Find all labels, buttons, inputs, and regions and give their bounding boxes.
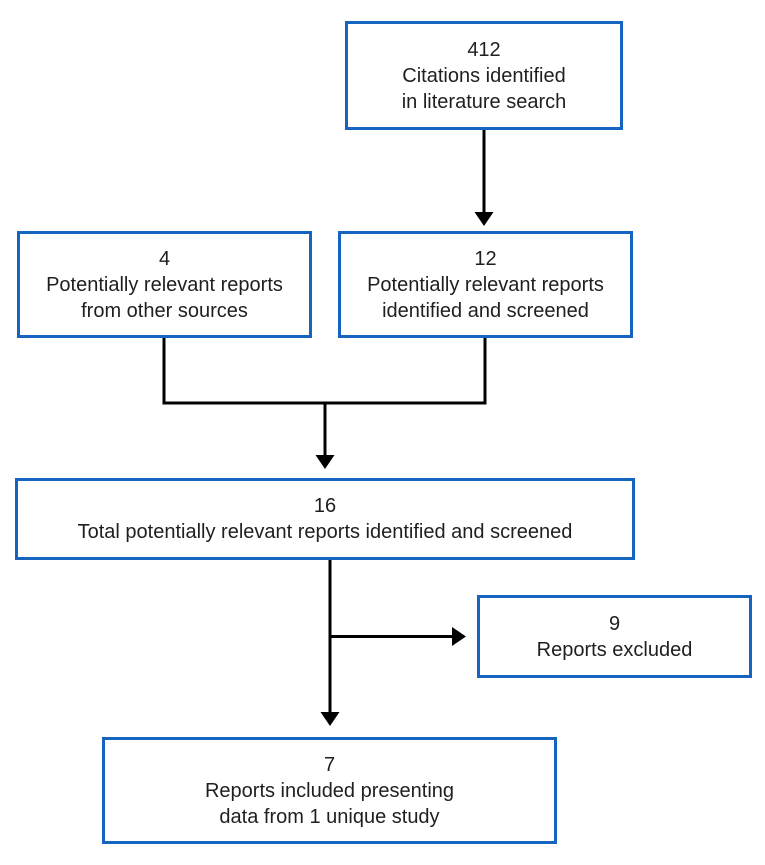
- box-other-sources: 4 Potentially relevant reports from othe…: [17, 231, 312, 338]
- total-count: 16: [313, 495, 337, 517]
- connector-merge-to-total: [162, 336, 487, 469]
- box-citations-identified: 412 Citations identified in literature s…: [345, 21, 623, 130]
- citations-count: 412: [467, 38, 501, 61]
- included-label: Reports included presenting data from 1 …: [204, 779, 455, 828]
- other-sources-count: 4: [158, 247, 171, 270]
- box-reports-included: 7 Reports included presenting data from …: [102, 737, 557, 844]
- connector-total-to-excluded: [330, 627, 466, 646]
- screened-count: 12: [474, 247, 497, 270]
- other-sources-label: Potentially relevant reports from other …: [46, 273, 283, 322]
- arrowhead-right-icon: [452, 627, 466, 646]
- excluded-label: Reports excluded: [536, 638, 693, 661]
- included-count: 7: [323, 753, 336, 776]
- box-reports-excluded: 9 Reports excluded: [477, 595, 752, 678]
- total-label: Total potentially relevant reports ident…: [77, 521, 573, 543]
- connector-total-to-included: [320, 560, 340, 726]
- box-total-reports: 16 Total potentially relevant reports id…: [15, 478, 635, 560]
- excluded-count: 9: [608, 612, 621, 635]
- box-reports-screened: 12 Potentially relevant reports identifi…: [338, 231, 633, 338]
- connector-citations-to-screened: [474, 130, 494, 226]
- citations-label: Citations identified in literature searc…: [401, 64, 567, 113]
- arrowhead-down-icon: [474, 212, 494, 226]
- screened-label: Potentially relevant reports identified …: [367, 273, 604, 322]
- arrowhead-down-icon: [315, 455, 335, 469]
- arrowhead-down-icon: [320, 712, 340, 726]
